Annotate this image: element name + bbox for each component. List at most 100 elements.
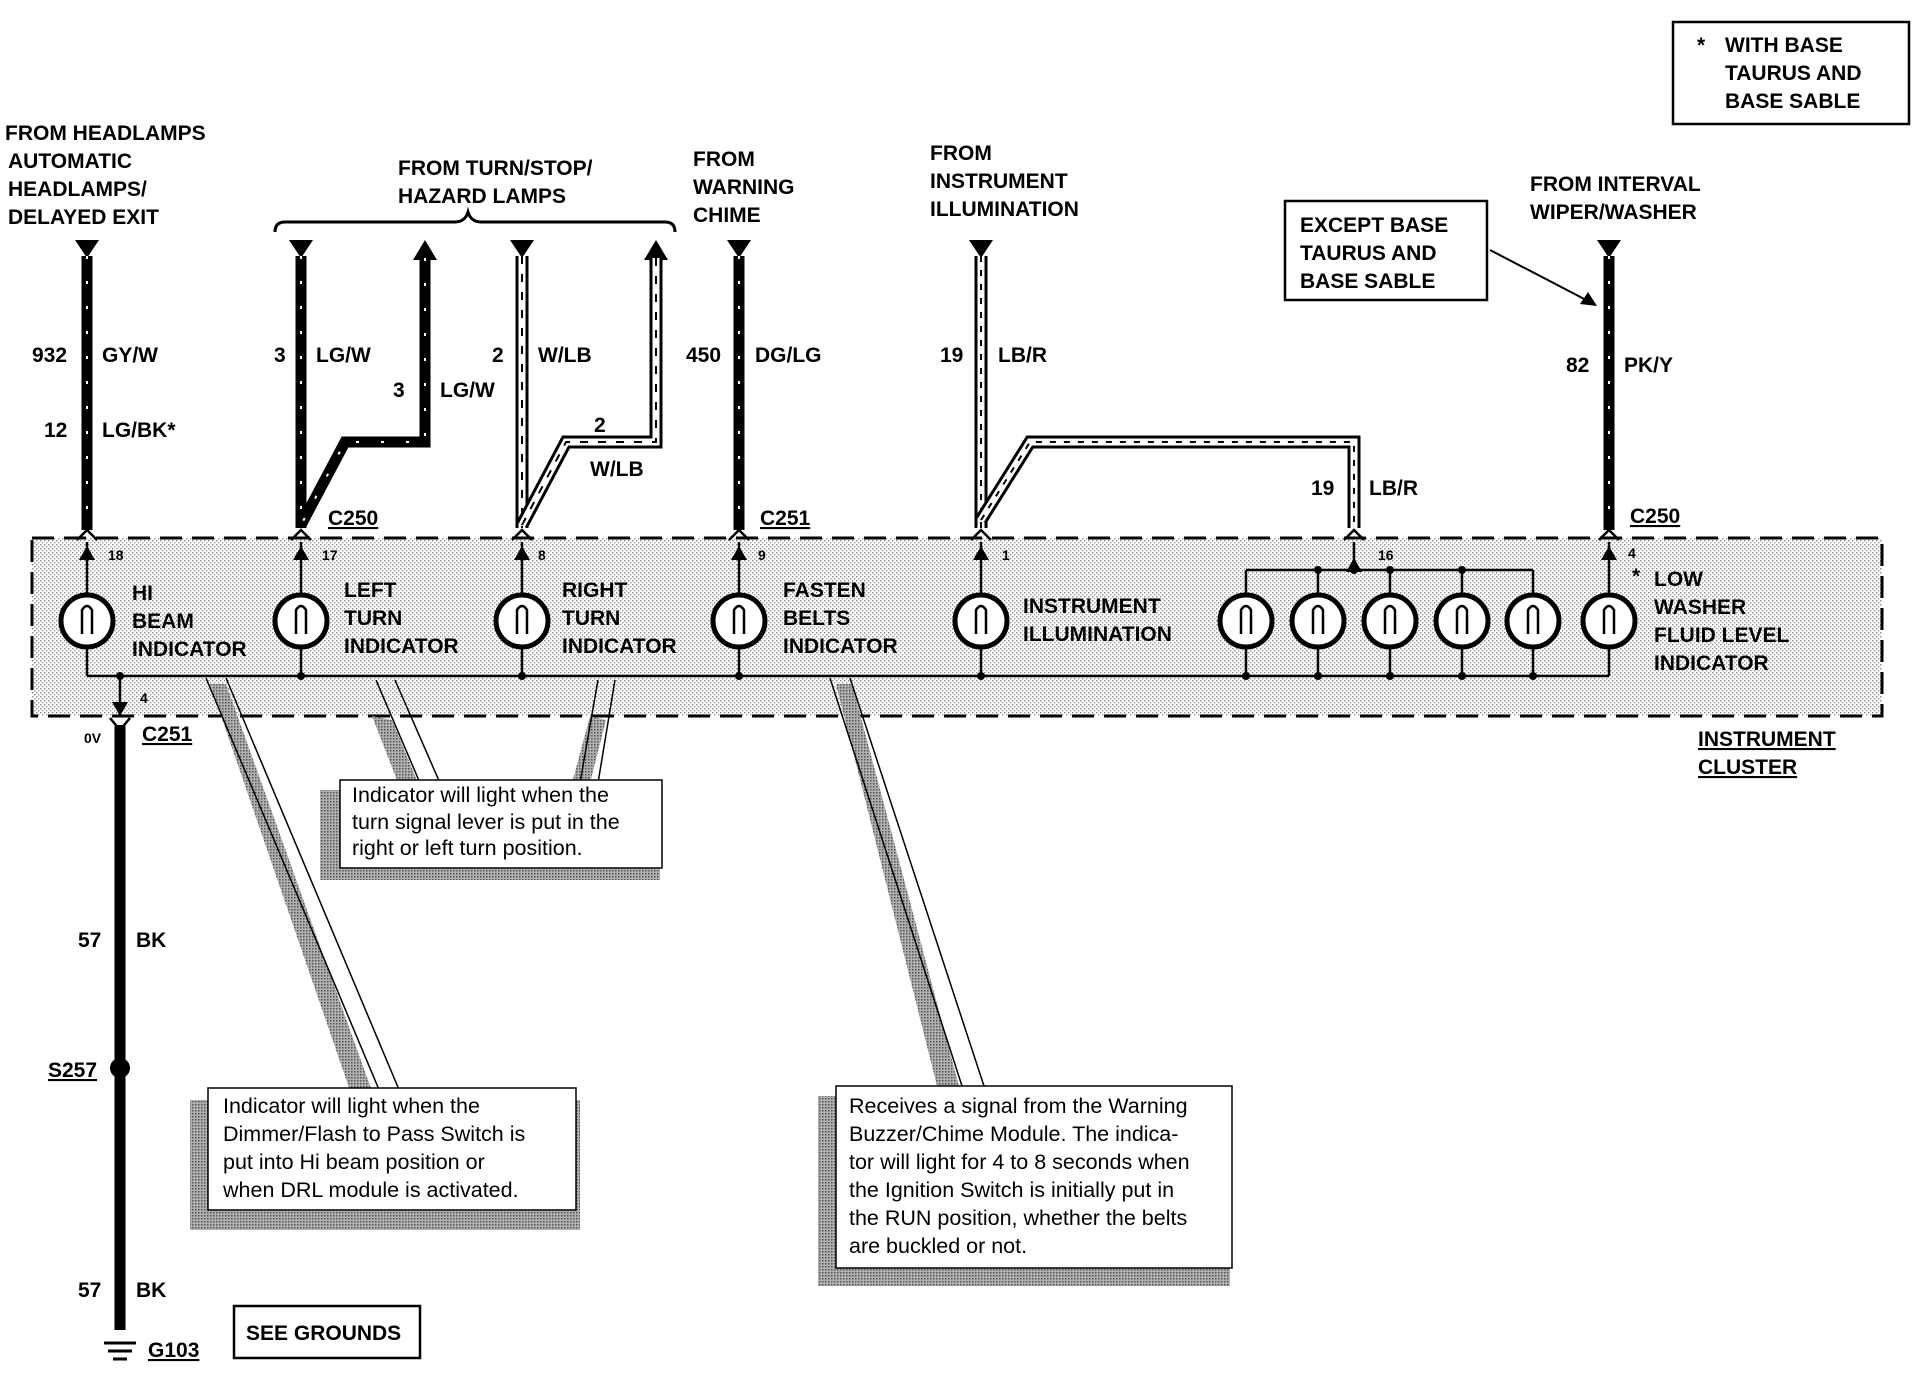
svg-text:right or left turn position.: right or left turn position. <box>352 836 583 860</box>
ground-symbol-icon <box>104 1341 136 1361</box>
svg-text:ILLUMINATION: ILLUMINATION <box>930 198 1079 221</box>
svg-text:ILLUMINATION: ILLUMINATION <box>1023 623 1172 646</box>
svg-text:8: 8 <box>538 547 546 563</box>
ground-g103: G103 <box>148 1339 199 1362</box>
svg-text:are buckled or not.: are buckled or not. <box>849 1234 1027 1258</box>
svg-text:INSTRUMENT: INSTRUMENT <box>1023 595 1161 618</box>
source-interval-wiper: FROM INTERVAL WIPER/WASHER <box>1530 173 1701 224</box>
except-base-box: EXCEPT BASE TAURUS AND BASE SABLE <box>1283 199 1597 306</box>
wire-932-color: GY/W <box>102 344 158 367</box>
svg-text:BELTS: BELTS <box>783 607 850 630</box>
svg-text:WASHER: WASHER <box>1654 596 1746 619</box>
svg-text:17: 17 <box>322 547 338 563</box>
wire-450-color: DG/LG <box>755 344 822 367</box>
voltage-label: 0V <box>84 730 102 746</box>
legend-line-3: BASE SABLE <box>1725 90 1860 113</box>
svg-text:Indicator will light when the: Indicator will light when the <box>223 1094 480 1118</box>
wire-3b-circuit: 3 <box>393 379 405 402</box>
svg-text:FLUID LEVEL: FLUID LEVEL <box>1654 624 1790 647</box>
wire-2a-circuit: 2 <box>492 344 504 367</box>
wire-57b-circuit: 57 <box>78 1279 101 1302</box>
svg-text:RIGHT: RIGHT <box>562 579 628 602</box>
illumination-bulb-2-icon <box>1217 592 1275 650</box>
wire-19a-circuit: 19 <box>940 344 963 367</box>
svg-text:TURN: TURN <box>344 607 402 630</box>
right-turn-bulb-icon <box>493 592 551 650</box>
wire-19a-color: LB/R <box>998 344 1047 367</box>
wire-57a-color: BK <box>136 929 166 952</box>
connector-labels: C250 C251 C250 C251 S257 G103 0V <box>48 505 1680 1362</box>
wire-2b-circuit: 2 <box>594 414 606 437</box>
svg-text:16: 16 <box>1378 547 1394 563</box>
see-grounds-button[interactable]: SEE GROUNDS <box>232 1304 422 1360</box>
wire-12-circuit: 12 <box>44 419 67 442</box>
wire-2b-color: W/LB <box>590 458 644 481</box>
legend-line-1: WITH BASE <box>1725 34 1843 57</box>
illumination-bulb-5-icon <box>1433 592 1491 650</box>
svg-text:HEADLAMPS/: HEADLAMPS/ <box>8 178 147 201</box>
svg-text:WIPER/WASHER: WIPER/WASHER <box>1530 201 1697 224</box>
wire-57b-color: BK <box>136 1279 166 1302</box>
fasten-belts-bulb-icon <box>710 592 768 650</box>
brace <box>273 206 677 233</box>
svg-text:INDICATOR: INDICATOR <box>783 635 898 658</box>
wire-82-circuit: 82 <box>1566 354 1589 377</box>
svg-text:INDICATOR: INDICATOR <box>132 638 247 661</box>
note-turn: Indicator will light when the turn signa… <box>320 779 663 880</box>
svg-text:FROM: FROM <box>930 142 992 165</box>
svg-text:LEFT: LEFT <box>344 579 397 602</box>
legend-mark: * <box>1697 34 1706 57</box>
svg-text:TAURUS AND: TAURUS AND <box>1300 242 1437 265</box>
current-arrows <box>79 546 1617 716</box>
svg-text:DELAYED EXIT: DELAYED EXIT <box>8 206 159 229</box>
illumination-bulb-6-icon <box>1504 592 1562 650</box>
junction-dots <box>116 566 1537 680</box>
svg-text:SEE GROUNDS: SEE GROUNDS <box>246 1322 401 1345</box>
svg-text:turn signal lever is put in th: turn signal lever is put in the <box>352 810 620 834</box>
svg-text:FROM HEADLAMPS: FROM HEADLAMPS <box>5 122 206 145</box>
wire-19b-circuit: 19 <box>1311 477 1334 500</box>
legend-line-2: TAURUS AND <box>1725 62 1862 85</box>
svg-text:INDICATOR: INDICATOR <box>344 635 459 658</box>
svg-text:EXCEPT BASE: EXCEPT BASE <box>1300 214 1448 237</box>
splice-s257: S257 <box>48 1059 97 1082</box>
hi-beam-bulb-icon <box>58 592 116 650</box>
svg-text:AUTOMATIC: AUTOMATIC <box>8 150 132 173</box>
svg-text:HI: HI <box>132 582 153 605</box>
svg-text:LOW: LOW <box>1654 568 1703 591</box>
wires <box>81 256 1615 1330</box>
source-headlamps: FROM HEADLAMPS AUTOMATIC HEADLAMPS/ DELA… <box>5 122 206 229</box>
wire-3a-color: LG/W <box>316 344 371 367</box>
connector-c250-left: C250 <box>328 507 378 530</box>
connector-c251-top: C251 <box>760 507 811 530</box>
note-hi-beam: Indicator will light when the Dimmer/Fla… <box>190 1087 580 1230</box>
illumination-bulb-3-icon <box>1289 592 1347 650</box>
svg-text:INDICATOR: INDICATOR <box>1654 652 1769 675</box>
svg-text:FASTEN: FASTEN <box>783 579 866 602</box>
pin-numbers: 18 17 8 9 1 16 4 4 <box>108 545 1636 706</box>
illumination-bulb-4-icon <box>1361 592 1419 650</box>
svg-text:the RUN position, whether the: the RUN position, whether the belts <box>849 1206 1187 1230</box>
svg-text:*: * <box>1632 565 1641 588</box>
svg-text:INDICATOR: INDICATOR <box>562 635 677 658</box>
callout-pointers <box>205 677 985 1108</box>
svg-text:4: 4 <box>1628 545 1636 561</box>
svg-text:18: 18 <box>108 547 124 563</box>
bulbs <box>58 592 1638 650</box>
wire-450-circuit: 450 <box>686 344 721 367</box>
svg-text:Dimmer/Flash to Pass Switch is: Dimmer/Flash to Pass Switch is <box>223 1122 525 1146</box>
svg-text:Indicator will light when the: Indicator will light when the <box>352 783 609 807</box>
svg-text:BASE SABLE: BASE SABLE <box>1300 270 1435 293</box>
svg-text:INSTRUMENT: INSTRUMENT <box>930 170 1068 193</box>
instrument-cluster: INSTRUMENT CLUSTER <box>30 536 1884 779</box>
svg-text:FROM TURN/STOP/: FROM TURN/STOP/ <box>398 157 593 180</box>
note-fasten-belts: Receives a signal from the Warning Buzze… <box>818 1085 1233 1286</box>
svg-text:CHIME: CHIME <box>693 204 761 227</box>
connector-c250-right: C250 <box>1630 505 1680 528</box>
source-turn-stop-hazard: FROM TURN/STOP/ HAZARD LAMPS <box>273 157 677 233</box>
svg-text:the Ignition Switch is initial: the Ignition Switch is initially put in <box>849 1178 1174 1202</box>
cluster-label-2: CLUSTER <box>1698 756 1797 779</box>
svg-text:FROM INTERVAL: FROM INTERVAL <box>1530 173 1701 196</box>
wire-19b-color: LB/R <box>1369 477 1418 500</box>
